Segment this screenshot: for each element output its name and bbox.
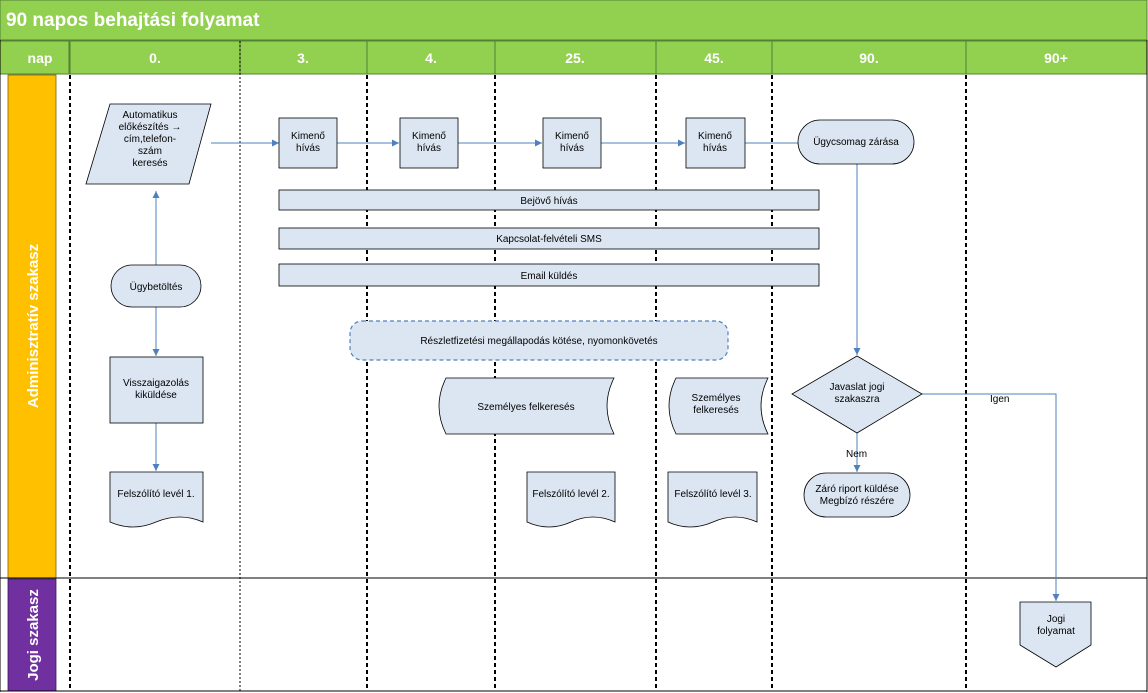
node-felszolito3-text: Felszólító levél 3. [674,489,751,500]
lane-legal-header [7,578,57,692]
node-kimeno-hivas-4-shape [399,117,459,169]
node-ugycsomag-zarasa-text: Ügycsomag zárása [813,136,899,148]
lane-admin-label: Adminisztratív szakasz [25,244,42,408]
header-day-90-plus: 90+ [1044,50,1068,66]
bar-email-kuldes-text: Email küldés [521,271,578,282]
title-bar [0,0,1148,41]
header-day-25: 25. [565,50,584,66]
header-corner-label: nap [28,50,53,66]
node-felszolito2-shape [526,471,616,528]
node-ugycsomag-zarasa-shape [797,119,915,165]
connectors [152,139,1060,601]
node-felszolito1-shape [109,471,204,528]
node-kimeno-hivas-25-shape [542,117,602,169]
edge-label-igen: Igen [990,394,1009,405]
node-felszolito3-shape [667,471,758,528]
bar-kapcsolat-sms-text: Kapcsolat-felvételi SMS [496,234,602,245]
node-szemelyes-felkereses-25-shape [438,377,615,435]
header-day-0: 0. [149,50,161,66]
bar-email-kuldes [278,263,820,287]
header-day-90: 90. [859,50,878,66]
node-szemelyes-felkereses-25-text: Személyes felkeresés [477,402,574,413]
node-ugybetoltes-text: Ügybetöltés [130,281,183,293]
node-ugybetoltes-shape [110,264,202,308]
bar-bejovo-hivas-text: Bejövő hívás [520,196,577,207]
lane-admin-header [7,74,57,579]
header-day-3: 3. [297,50,309,66]
edge-javaslat-to-jogi [922,393,1060,601]
node-visszaigazolas-shape [109,356,204,424]
edge-label-nem: Nem [846,449,867,460]
header-day-45: 45. [704,50,723,66]
node-kimeno-hivas-3-shape [278,117,338,169]
node-felszolito2-text: Felszólító levél 2. [532,489,609,500]
header-day-4: 4. [425,50,437,66]
bar-bejovo-hivas [278,189,820,211]
node-javaslat-decision-shape [791,355,923,434]
node-reszletfizetes-shape [349,320,729,361]
day-header-row: nap 0. 3. 4. 25. 45. 90. 90+ [0,40,1148,75]
node-szemelyes-felkereses-45-shape [668,377,769,435]
node-kimeno-hivas-45-shape [685,117,746,169]
node-reszletfizetes-text: Részletfizetési megállapodás kötése, nyo… [420,336,657,347]
lane-legal-label: Jogi szakasz [25,589,42,681]
node-jogi-folyamat-shape [1019,601,1092,668]
bar-kapcsolat-sms [278,227,820,250]
diagram-title: 90 napos behajtási folyamat [6,10,260,31]
node-zaro-riport-shape [803,472,911,518]
node-auto-prep-shape [85,103,212,185]
node-felszolito1-text: Felszólító levél 1. [117,489,194,500]
